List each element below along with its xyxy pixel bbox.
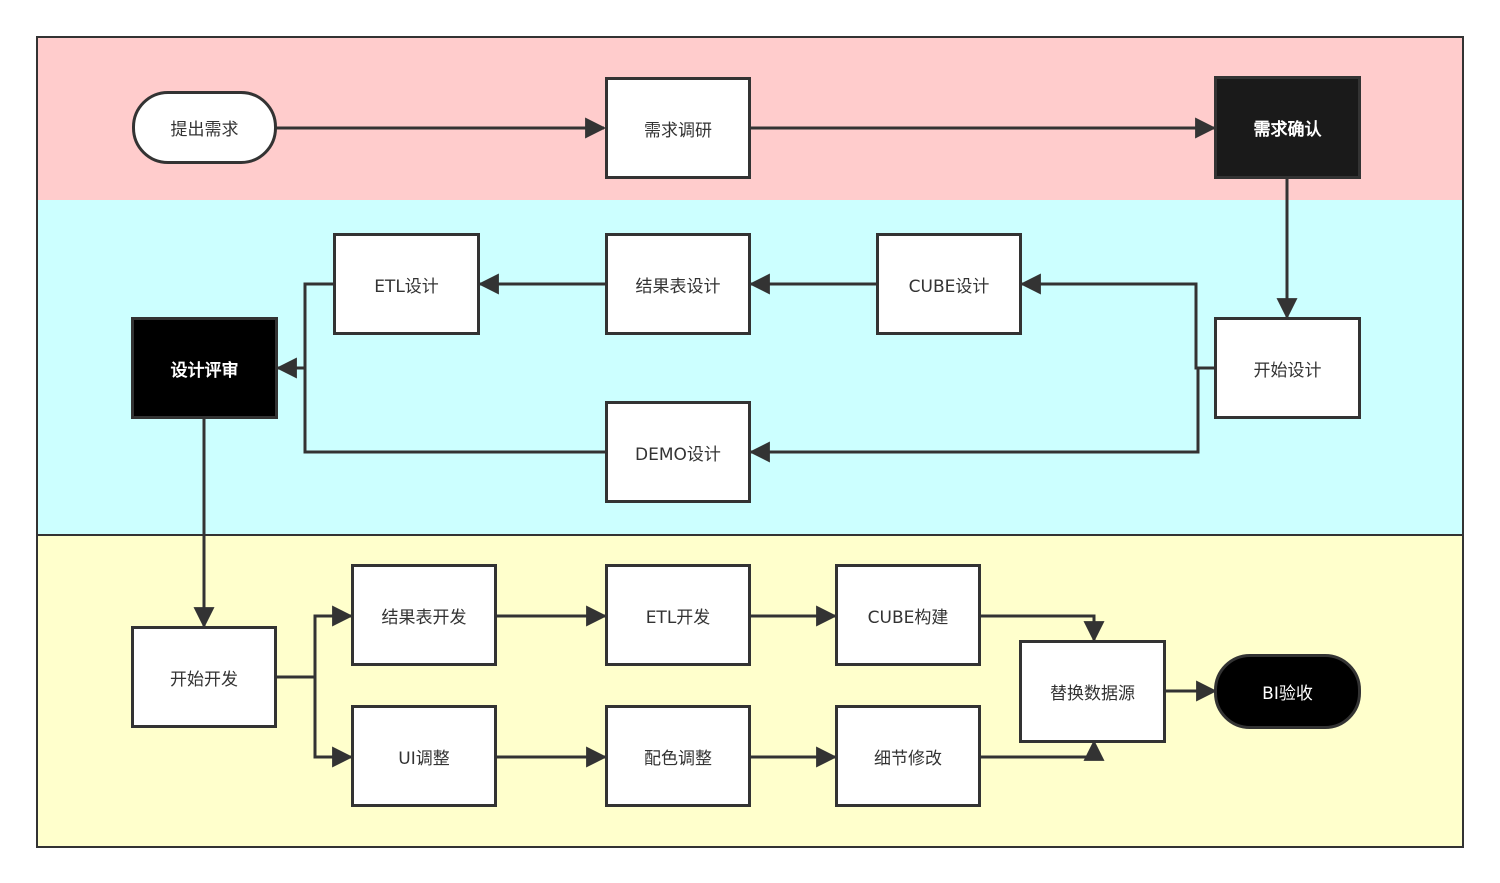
node-etl-dev[interactable]: ETL开发 [605, 564, 751, 666]
node-cube-build[interactable]: CUBE构建 [835, 564, 981, 666]
node-label: DEMO设计 [635, 444, 721, 465]
node-start-development[interactable]: 开始开发 [131, 626, 277, 728]
node-label: 替换数据源 [1050, 684, 1135, 704]
edge-demo-design-to-review [303, 368, 606, 454]
node-replace-datasource[interactable]: 替换数据源 [1019, 640, 1166, 743]
node-color-adjust[interactable]: 配色调整 [605, 705, 751, 807]
node-result-table-dev[interactable]: 结果表开发 [351, 564, 497, 666]
node-label: 开始设计 [1253, 360, 1322, 381]
node-cube-design[interactable]: CUBE设计 [876, 233, 1022, 335]
node-label: UI调整 [398, 748, 450, 769]
node-label: 需求确认 [1253, 120, 1322, 140]
edge-detail-fix-to-replace-datasource [980, 739, 1105, 761]
edge-cube-build-to-replace-datasource [980, 614, 1105, 643]
node-label: 开始开发 [170, 669, 238, 690]
edge-start-design-to-cube-design [1019, 273, 1215, 370]
node-label: 提出需求 [170, 120, 239, 140]
node-requirement-research[interactable]: 需求调研 [605, 77, 751, 179]
node-etl-design[interactable]: ETL设计 [333, 233, 480, 335]
node-start-design[interactable]: 开始设计 [1214, 317, 1361, 419]
node-ui-adjust[interactable]: UI调整 [351, 705, 497, 807]
node-requirement-confirm[interactable]: 需求确认 [1214, 76, 1361, 179]
edge-etl-design-to-review [275, 282, 335, 379]
node-label: ETL设计 [374, 276, 439, 297]
node-propose-requirement[interactable]: 提出需求 [132, 91, 277, 164]
node-label: 配色调整 [644, 748, 712, 769]
node-detail-fix[interactable]: 细节修改 [835, 705, 981, 807]
edge-start-design-to-demo-design [748, 366, 1215, 463]
node-demo-design[interactable]: DEMO设计 [605, 401, 751, 503]
node-label: 设计评审 [170, 360, 239, 381]
node-label: ETL开发 [645, 607, 711, 628]
edge-start-dev-to-ui-adjust [313, 677, 354, 768]
node-label: 细节修改 [874, 748, 942, 769]
node-label: 需求调研 [644, 120, 712, 141]
edge-start-dev-to-result-table-dev [276, 605, 354, 679]
node-design-review[interactable]: 设计评审 [131, 317, 278, 419]
node-label: 结果表开发 [381, 607, 467, 628]
node-bi-acceptance[interactable]: BI验收 [1214, 654, 1361, 729]
node-label: BI验收 [1262, 684, 1313, 704]
node-label: CUBE设计 [908, 276, 990, 297]
node-label: 结果表设计 [635, 276, 721, 297]
node-result-table-design[interactable]: 结果表设计 [605, 233, 751, 335]
node-label: CUBE构建 [867, 607, 949, 628]
